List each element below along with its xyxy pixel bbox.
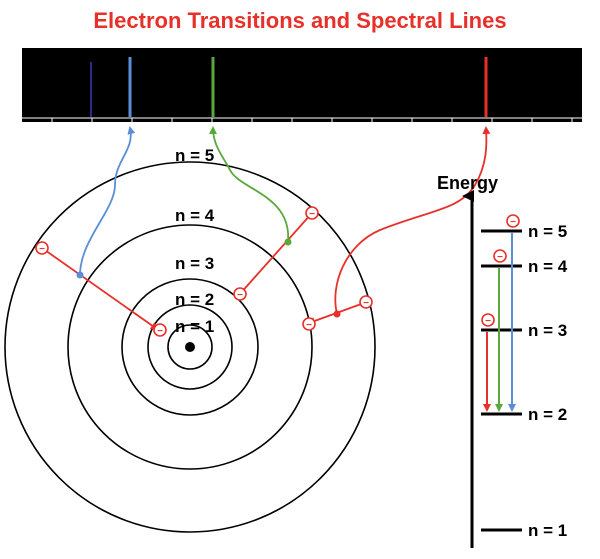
svg-text:−: − bbox=[39, 244, 45, 255]
orbit-n4 bbox=[67, 224, 313, 470]
diagram-title: Electron Transitions and Spectral Lines bbox=[93, 8, 506, 33]
orbit-label-n4: n = 4 bbox=[175, 206, 215, 225]
electron: − bbox=[481, 313, 495, 327]
photon-path-green bbox=[209, 126, 289, 243]
orbit-n2 bbox=[147, 304, 233, 390]
photon-path-blue bbox=[79, 126, 136, 276]
electron: − bbox=[153, 323, 167, 337]
energy-level-label-n1: n = 1 bbox=[528, 521, 567, 540]
orbit-label-n3: n = 3 bbox=[175, 254, 214, 273]
nucleus bbox=[185, 342, 195, 352]
svg-text:−: − bbox=[309, 209, 315, 220]
orbit-n1 bbox=[167, 324, 213, 370]
svg-text:−: − bbox=[306, 320, 312, 331]
electron: − bbox=[302, 317, 316, 331]
electron: − bbox=[35, 241, 49, 255]
transition-arrow-blue-source bbox=[41, 247, 159, 331]
electron: − bbox=[305, 206, 319, 220]
svg-text:−: − bbox=[157, 326, 163, 337]
spectrum-strip bbox=[22, 48, 582, 122]
orbit-label-n2: n = 2 bbox=[175, 290, 214, 309]
svg-text:−: − bbox=[510, 217, 516, 228]
orbit-label-n1: n = 1 bbox=[175, 317, 214, 336]
bohr-model bbox=[4, 161, 376, 533]
orbit-label-n5: n = 5 bbox=[175, 146, 214, 165]
orbit-n5 bbox=[4, 161, 376, 533]
photon-path-red bbox=[334, 126, 491, 315]
electron: − bbox=[359, 295, 373, 309]
orbit-n3 bbox=[121, 278, 259, 416]
energy-levels bbox=[481, 229, 522, 532]
spectrum-background bbox=[22, 48, 582, 122]
transition-arrow-green-source bbox=[237, 212, 313, 297]
electron: − bbox=[493, 249, 507, 263]
energy-level-label-n3: n = 3 bbox=[528, 321, 567, 340]
spectrum-ticks bbox=[22, 117, 582, 122]
svg-text:−: − bbox=[485, 316, 491, 327]
svg-text:−: − bbox=[363, 298, 369, 309]
energy-level-label-n4: n = 4 bbox=[528, 257, 568, 276]
svg-text:−: − bbox=[497, 252, 503, 263]
energy-level-label-n5: n = 5 bbox=[528, 222, 567, 241]
electron: − bbox=[233, 287, 247, 301]
electron: − bbox=[506, 214, 520, 228]
svg-text:−: − bbox=[237, 290, 243, 301]
energy-axis-label: Energy bbox=[437, 173, 498, 193]
energy-level-label-n2: n = 2 bbox=[528, 405, 567, 424]
